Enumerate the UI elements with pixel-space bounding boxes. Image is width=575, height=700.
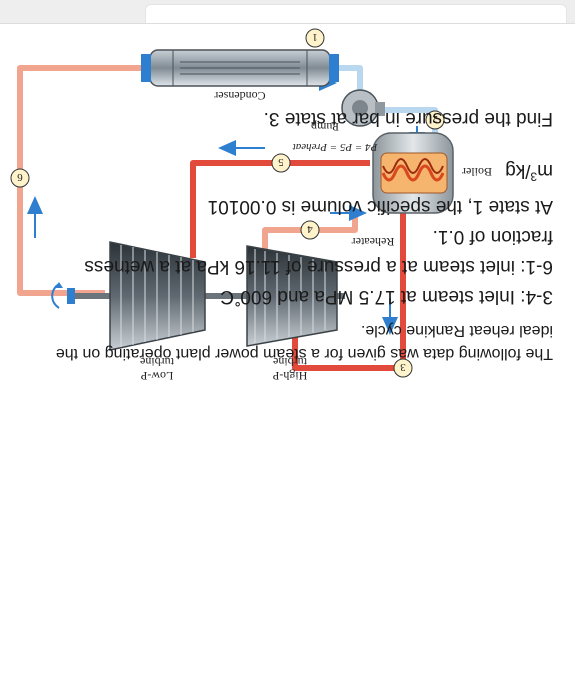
question-intro: The following data was given for a steam… xyxy=(55,322,553,362)
pipe-state-5 xyxy=(190,160,370,258)
state-marker-3: 3 xyxy=(393,358,413,378)
question-state-1-text: At state 1, the specific volume is 0.001… xyxy=(207,196,553,217)
label-pump: Pump xyxy=(311,120,339,134)
question-state-1-unit: m3/kg xyxy=(505,159,553,183)
svg-text:6: 6 xyxy=(17,171,23,183)
state-marker-1: 1 xyxy=(305,28,325,48)
question-state-6-1: 6-1: inlet steam at a pressure of 11.16 … xyxy=(84,226,553,277)
label-hp-turbine-line2: turbine xyxy=(273,355,307,369)
question-ask: Find the pressure in bar at state 3. xyxy=(263,107,553,129)
svg-text:4: 4 xyxy=(307,223,313,235)
turbine-shaft xyxy=(75,293,345,299)
pipe-state-3 xyxy=(292,203,406,371)
question-state-3-4: 3-4: Inlet steam at 17.5 MPa and 600˚C xyxy=(220,286,553,307)
svg-text:1: 1 xyxy=(312,31,318,43)
shaft-output-icon xyxy=(51,282,75,309)
label-hp-turbine-line1: High-P xyxy=(272,369,307,383)
state-marker-5: 5 xyxy=(271,153,291,173)
label-pressure-relation: P4 = P5 = Preheat xyxy=(292,141,379,153)
answer-box-edge xyxy=(145,4,567,23)
boiler xyxy=(372,132,454,214)
low-pressure-turbine xyxy=(109,241,206,351)
label-lp-turbine-line2: turbine xyxy=(140,355,174,369)
svg-text:3: 3 xyxy=(400,361,406,373)
pipe-state-1 xyxy=(330,65,363,92)
label-lp-turbine-line1: Low-P xyxy=(140,369,173,383)
label-condenser: Condenser xyxy=(214,89,265,103)
svg-text:2: 2 xyxy=(432,113,438,125)
high-pressure-turbine xyxy=(246,245,338,347)
question-card: High-P turbine Low-P turbine Reheater Bo… xyxy=(10,20,565,700)
svg-text:5: 5 xyxy=(278,156,284,168)
condenser xyxy=(141,49,339,87)
card-bottom-edge xyxy=(0,0,575,24)
question-text: The following data was given for a steam… xyxy=(23,103,553,365)
label-reheater: Reheater xyxy=(352,235,395,249)
reheat-rankine-diagram: High-P turbine Low-P turbine Reheater Bo… xyxy=(10,28,492,383)
pump xyxy=(341,89,385,127)
label-boiler: Boiler xyxy=(462,165,492,179)
state-marker-4: 4 xyxy=(300,220,320,240)
state-marker-6: 6 xyxy=(10,168,30,188)
question-state-1: At state 1, the specific volume is 0.001… xyxy=(23,155,553,221)
state-marker-2: 2 xyxy=(425,110,445,130)
